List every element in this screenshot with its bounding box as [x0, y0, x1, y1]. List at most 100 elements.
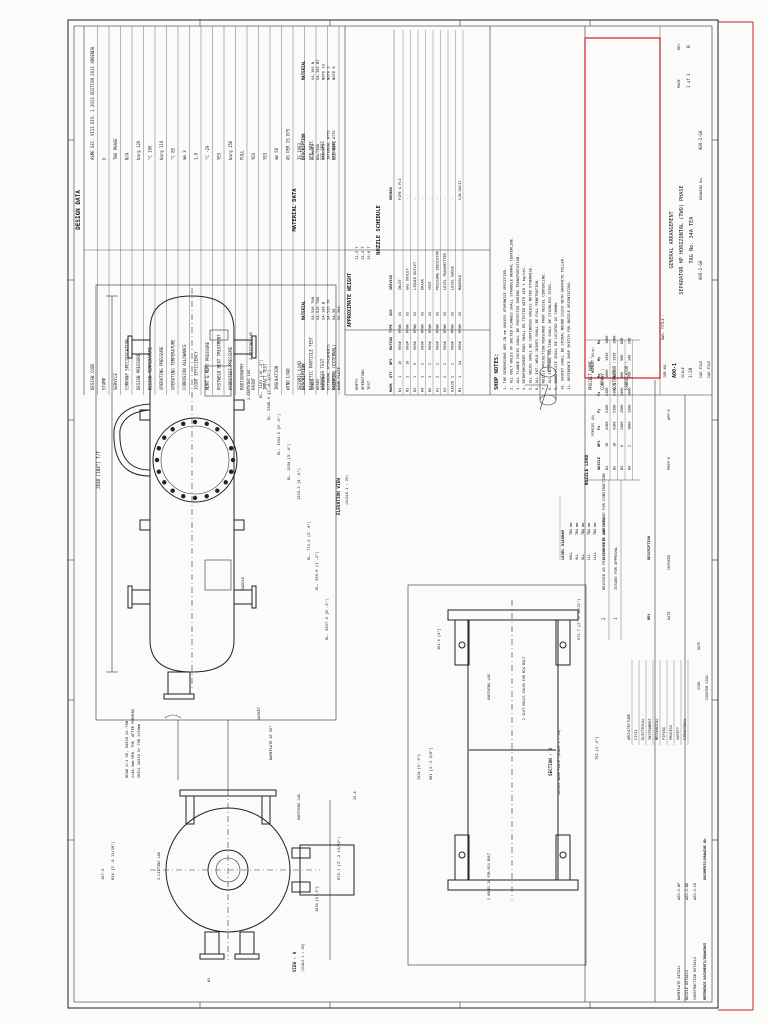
manhole-bolt: [215, 488, 220, 493]
nozzle-cell: 1: [413, 376, 417, 378]
manhole-bolt: [156, 469, 162, 474]
elevation-el2: EL. 2348.5 [7'-8 1/2"]: [266, 370, 271, 420]
manhole-bolt: [170, 488, 175, 493]
title-line-1: GENERAL ARRANGEMENT: [669, 211, 675, 268]
job-no: A00-1: [672, 363, 678, 378]
page: 1 of 1: [686, 73, 691, 88]
design-data-param: COMPANY SPECIFICATION: [125, 339, 130, 390]
scale-label: SCALE: [681, 367, 685, 378]
nozzle-cell: 10: [406, 361, 410, 365]
manhole-bolt: [154, 457, 160, 463]
manhole-bolt: [215, 427, 220, 432]
section-holes: 2 HOLES 28 FOR M24 BOLT: [487, 853, 491, 900]
material-cell: FLANGES: [310, 143, 315, 160]
manhole-bolt: [204, 493, 209, 499]
discipline-col-date: DATE: [697, 642, 701, 650]
design-data-value: IS 1893: [297, 143, 302, 160]
nozzle-cell: 900#: [428, 341, 432, 350]
reference-title: NOZZLE DETAILS: [685, 970, 689, 1000]
nozzle-load-cell: 5100: [613, 405, 617, 413]
end-dim-25: 25.4: [353, 791, 357, 800]
nozzle-load-cell: 2400: [620, 422, 624, 430]
shop-note-line: 10. GASKET SHALL BE SPIRAL WOUND SS316 W…: [561, 257, 565, 390]
material-cell: NOTE 8: [331, 66, 336, 80]
design-data-param: WIND LOAD: [286, 368, 291, 390]
manhole-bolt: [228, 446, 234, 451]
material-cell: SHELL: [310, 378, 315, 390]
material-cell: NOTE 10: [320, 63, 325, 80]
nozzle-load-header: Fy: [597, 408, 601, 413]
nozzle-header: REMARK: [389, 186, 393, 200]
project-name-label: PROJECT NAME :: [588, 356, 593, 390]
revision-col-checked: CHECKED: [667, 555, 671, 570]
material-header: DESCRIPTION: [301, 363, 306, 390]
job-no-label: JOB NO.: [663, 363, 667, 378]
nozzle-load-cell: 1300: [628, 405, 632, 413]
cad-file: A00-2-GA: [698, 260, 703, 280]
title-line-2: SEPARATOR HP HORIZONTAL (TWO) PHASE: [679, 185, 685, 294]
nozzle-cell: 2: [451, 363, 455, 365]
section-title: SECTION - B: [548, 748, 553, 776]
shop-note-line: 9. NAME PLATE SHALL BE LOCATED AS SHOWN.: [554, 301, 558, 390]
nozzle-load-cell: 1600: [613, 370, 617, 378]
level-label: HLL: [575, 554, 579, 560]
level-label: LLL: [587, 554, 591, 560]
nozzle-load-cell: 1950: [613, 353, 617, 361]
nozzle-cell: XS: [443, 312, 447, 316]
weight-value: 13.2 T: [360, 246, 365, 260]
nozzle-load-cell: 800: [620, 338, 624, 344]
shop-note-line: 3. ALL FLANGE FACES SHALL BE PROTECTED D…: [516, 255, 520, 390]
nozzle-cell: 2: [436, 363, 440, 365]
design-data-param: INSULATION: [274, 365, 279, 390]
nozzle-cell: 900#: [451, 341, 455, 350]
end-dim-107: 107.2: [100, 869, 105, 880]
material-cell: SUPPORT: [331, 373, 336, 390]
nozzle-cell: RFWN: [443, 324, 447, 333]
discipline-item: STRUCTURAL: [683, 718, 687, 740]
revision-number: 1: [613, 617, 618, 620]
design-data-param: PAINT: [251, 377, 256, 390]
outer-border: [67, 19, 719, 1009]
design-data-param: MAGNETIC PARTICLE TEST: [309, 336, 314, 390]
nozzle-load-cell: 260: [628, 372, 632, 378]
level-label: LLLL: [593, 552, 597, 560]
rev-label: REV: [677, 43, 681, 50]
nozzle-cell: XS: [406, 312, 410, 316]
revision-number: 2: [601, 617, 606, 620]
design-data-value: YES: [251, 152, 256, 160]
nozzle-cell: K2: [443, 388, 447, 392]
nozzle-load-cell: 2900: [620, 405, 624, 413]
nozzle-load-cell: 800: [620, 372, 624, 378]
rev: 0: [686, 45, 692, 48]
design-data-value: SEE NOTE: [332, 140, 337, 160]
material-cell: SA-106 B: [320, 301, 325, 320]
nozzle-cell: GAS OUTLET: [406, 268, 410, 290]
manhole-bolt: [223, 480, 228, 485]
material-cell: HEADS: [315, 378, 320, 390]
end-gasket: GASKET: [257, 706, 261, 720]
shop-note-line: 11. REFERENCE SHOP SKETCH FOR NOZZLE ORI…: [567, 281, 571, 390]
shop-notes: SHOP NOTES:1. THE DIMENSIONS ARE IN mm U…: [494, 237, 571, 390]
nozzle-load-cell: N1: [605, 466, 609, 470]
title-block: PROJECT NAME :COMPANY :CONTRACTOR :FABRI…: [584, 26, 711, 395]
nozzle-load-header: Mx: [597, 373, 601, 378]
nozzle-cell: C/W DAVIT: [458, 180, 462, 200]
title-line-3: TAG No. 34A TEA: [689, 216, 695, 264]
nozzle-cell: XS: [413, 312, 417, 316]
nozzle-load-header: NOZZLE: [597, 457, 601, 470]
nozzle-cell: 2: [421, 363, 425, 365]
weight-value: 19.8 T: [366, 246, 371, 260]
design-data-value: YES: [217, 152, 222, 160]
nozzle-cell: INLET: [398, 278, 402, 290]
nozzle-load-cell: 260: [628, 338, 632, 344]
section-dim-4: 101.6 [4"]: [437, 628, 441, 650]
design-data-param: HARDNESS TEST: [320, 358, 325, 390]
weight-value: 11.5 T: [354, 246, 359, 260]
weight-title: APPROXIMATE WEIGHT: [347, 273, 353, 327]
nozzle-load-cell: 1600: [605, 370, 609, 378]
elevation-el3: EL. 1993.2 [6'-6"]: [276, 414, 281, 455]
weight-label: EMPTY: [354, 378, 359, 390]
